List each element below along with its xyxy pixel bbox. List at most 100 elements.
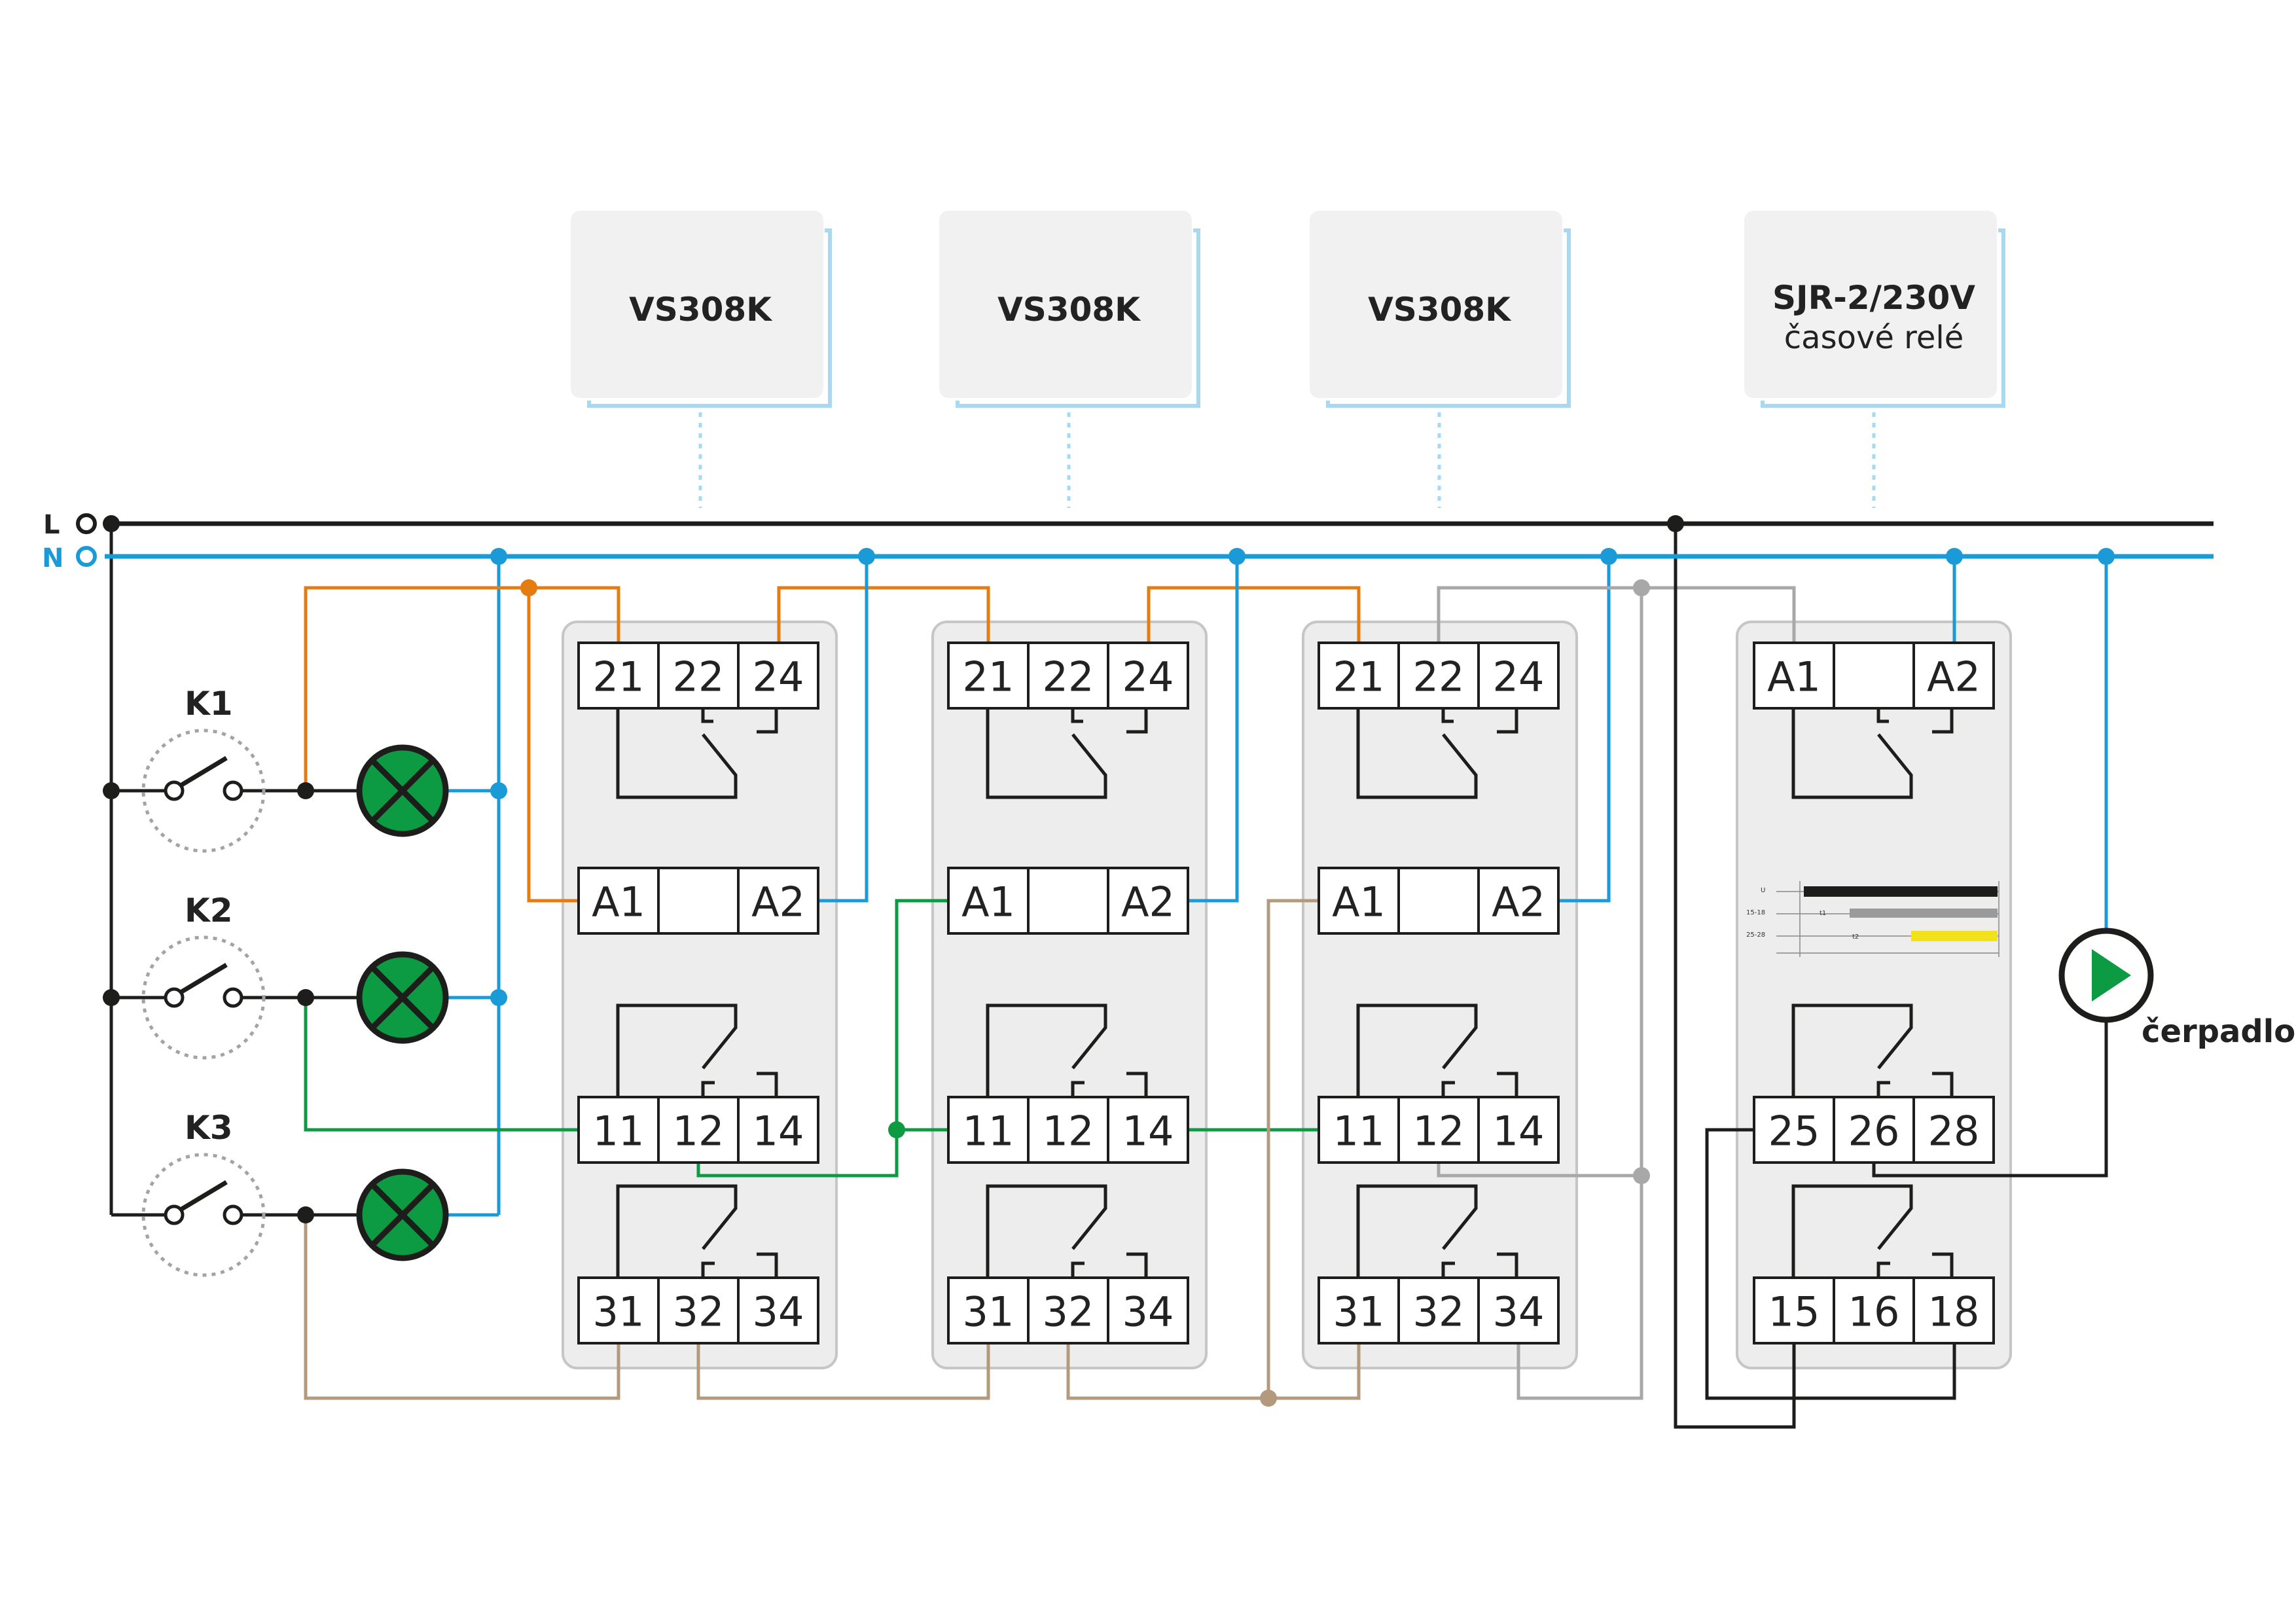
terminal-d2-r1-c2: 22	[1027, 641, 1109, 710]
timing-row-label-3: 25-28	[1746, 931, 1765, 939]
contact-symbol	[986, 708, 1148, 799]
switch-label: K1	[185, 685, 233, 723]
wire-orange-24-21-b	[1147, 586, 1361, 643]
terminal-label: 16	[1848, 1288, 1900, 1336]
junction-dot	[858, 548, 875, 565]
terminal-d2-r1-c1: 21	[947, 641, 1030, 710]
terminal-d3-r3-c3: 14	[1477, 1096, 1560, 1164]
terminal-d1-r2-c2	[657, 867, 740, 935]
terminal-d3-r1-c1: 21	[1318, 641, 1400, 710]
terminal-d3-r2-c1: A1	[1318, 867, 1400, 935]
junction-dot	[490, 782, 507, 799]
timing-row-label-2: 15-18	[1746, 909, 1765, 916]
terminal-d2-r4-c3: 34	[1107, 1276, 1189, 1344]
wire-tan-A1-3	[1266, 899, 1319, 1398]
terminal-d3-r4-c3: 34	[1477, 1276, 1560, 1344]
terminal-d1-r1-c3: 24	[737, 641, 819, 710]
terminal-label: 12	[673, 1108, 725, 1155]
wire-N-A2-3	[1558, 556, 1611, 903]
device-panel-2	[931, 621, 1208, 1369]
wire-orange-24-21	[777, 586, 990, 643]
terminal-d4-r2-c2: 26	[1833, 1096, 1915, 1164]
terminal-label: A1	[961, 878, 1015, 926]
terminal-label: 32	[1413, 1288, 1465, 1336]
terminal-d1-r4-c1: 31	[577, 1276, 660, 1344]
terminal-label: 14	[1493, 1108, 1545, 1155]
device-title-4: SJR-2/230V časové relé	[1744, 211, 2005, 408]
wire-25-18	[1705, 1128, 1956, 1400]
terminal-label: 26	[1848, 1108, 1900, 1155]
terminal-label: 14	[1122, 1108, 1174, 1155]
timing-chart: U 15-18 25-28 t1 t2	[1746, 881, 2000, 957]
terminal-label: A2	[1121, 878, 1175, 926]
lamp-2	[356, 951, 449, 1044]
terminal-d2-r2-c3: A2	[1107, 867, 1189, 935]
terminal-d4-r2-c3: 28	[1912, 1096, 1995, 1164]
device-title-2: VS308K	[939, 211, 1200, 408]
wire-grey-34	[1516, 588, 1643, 1400]
terminal-d2-r3-c3: 14	[1107, 1096, 1189, 1164]
terminal-label: 24	[1122, 653, 1174, 701]
junction-dot	[297, 1206, 314, 1223]
pump-icon	[2092, 949, 2131, 1001]
timing-row-label-1: U	[1761, 887, 1765, 894]
switch-label: K2	[185, 892, 233, 929]
switch-k1: K1	[141, 685, 266, 853]
terminal-label: 11	[963, 1108, 1014, 1155]
junction-dot	[490, 989, 507, 1006]
junction-dot	[1946, 548, 1963, 565]
terminal-d2-r4-c2: 32	[1027, 1276, 1109, 1344]
junction-dot	[103, 515, 120, 532]
switch-k2: K2	[141, 892, 266, 1060]
terminal-label: 15	[1768, 1288, 1820, 1336]
terminal-label: 22	[1413, 653, 1465, 701]
terminal-label: 24	[1493, 653, 1545, 701]
terminal-d4-r3-c1: 15	[1753, 1276, 1835, 1344]
terminal-d2-r3-c1: 11	[947, 1096, 1030, 1164]
terminal-label: 12	[1043, 1108, 1094, 1155]
device-name-4: SJR-2/230V	[1772, 279, 1975, 317]
terminal-d4-r3-c3: 18	[1912, 1276, 1995, 1344]
terminal-label: 22	[1043, 653, 1094, 701]
terminal-label: 25	[1768, 1108, 1820, 1155]
terminal-d3-r4-c2: 32	[1397, 1276, 1480, 1344]
terminal-label: A2	[1492, 878, 1545, 926]
terminal-d3-r1-c2: 22	[1397, 641, 1480, 710]
terminal-label: 31	[1333, 1288, 1385, 1336]
terminal-label: 34	[1493, 1288, 1545, 1336]
lamp-3	[356, 1168, 449, 1261]
terminal-label: A2	[751, 878, 805, 926]
wire-grey-22-A1	[1437, 586, 1796, 643]
device-title-3: VS308K	[1310, 211, 1571, 408]
wire-tan-32-31-b	[1066, 1343, 1361, 1400]
timing-label-t1: t1	[1820, 910, 1826, 917]
switch-label: K3	[185, 1109, 233, 1147]
terminal-d1-r3-c3: 14	[737, 1096, 819, 1164]
device-name-3: VS308K	[1368, 291, 1512, 329]
bus-L-terminal	[76, 513, 97, 534]
terminal-d2-r2-c2	[1027, 867, 1109, 935]
device-panel-3	[1302, 621, 1578, 1369]
contact-symbol	[1356, 1184, 1518, 1278]
wire-grey-12	[1437, 1163, 1641, 1178]
terminal-d3-r3-c2: 12	[1397, 1096, 1480, 1164]
terminal-label: 14	[753, 1108, 804, 1155]
terminal-d3-r1-c3: 24	[1477, 641, 1560, 710]
junction-dot	[1633, 1167, 1650, 1184]
device-name-1: VS308K	[629, 291, 773, 329]
terminal-d1-r1-c2: 22	[657, 641, 740, 710]
terminal-d4-r2-c1: 25	[1753, 1096, 1835, 1164]
wire-26-pump	[1872, 1020, 2108, 1178]
wire-orange-A1-1	[527, 588, 579, 903]
terminal-d1-r3-c2: 12	[657, 1096, 740, 1164]
wire-tan-k3-31	[304, 1215, 620, 1400]
device-subtitle-4: časové relé	[1784, 319, 1964, 356]
terminal-d2-r3-c2: 12	[1027, 1096, 1109, 1164]
bus-N-label: N	[42, 543, 63, 573]
device-panel-1	[562, 621, 838, 1369]
terminal-d2-r2-c1: A1	[947, 867, 1030, 935]
terminal-d1-r3-c1: 11	[577, 1096, 660, 1164]
device-panel-4	[1736, 621, 2012, 1369]
contact-symbol	[1356, 1003, 1518, 1097]
